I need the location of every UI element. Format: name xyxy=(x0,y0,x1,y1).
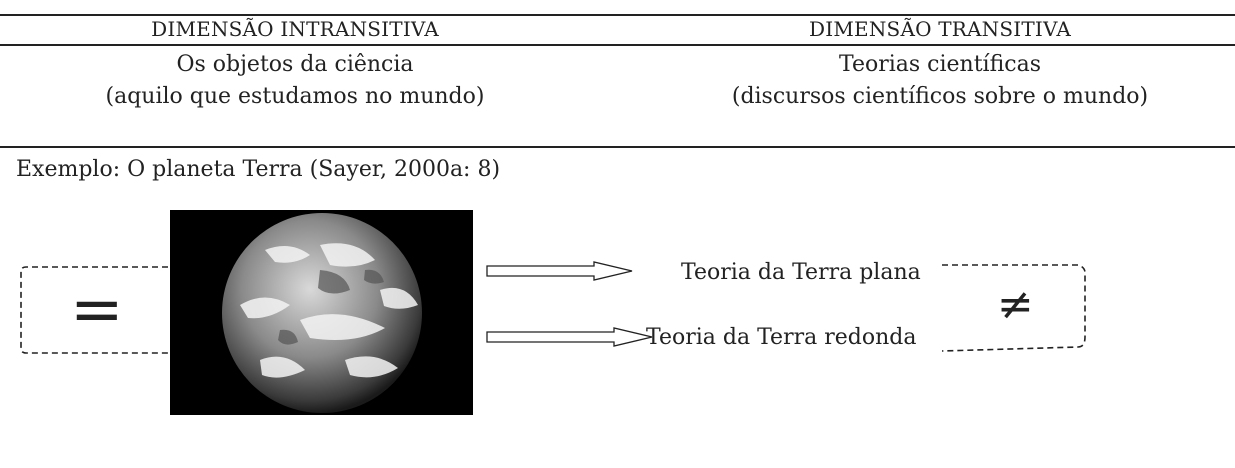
earth-photo xyxy=(170,210,473,415)
theory-flat-earth-label: Teoria da Terra plana xyxy=(681,260,921,285)
left-dashed-bracket xyxy=(20,266,168,354)
header-transitive: DIMENSÃO TRANSITIVA xyxy=(809,17,1071,41)
not-equal-sign: ≠ xyxy=(997,279,1034,330)
transitive-line1: Teorias científicas xyxy=(838,52,1041,77)
arrow-to-flat xyxy=(486,261,633,281)
theory-round-earth-label: Teoria da Terra redonda xyxy=(646,325,917,350)
intransitive-line1: Os objetos da ciência xyxy=(176,52,414,77)
right-dashed-bracket xyxy=(941,264,1086,352)
earth-globe-icon xyxy=(222,213,422,413)
transitive-line2: (discursos científicos sobre o mundo) xyxy=(731,84,1149,109)
intransitive-line2: (aquilo que estudamos no mundo) xyxy=(105,84,485,109)
arrow-to-round xyxy=(486,327,653,347)
example-caption: Exemplo: O planeta Terra (Sayer, 2000a: … xyxy=(16,157,501,182)
section-divider-rule xyxy=(0,146,1235,148)
top-rule xyxy=(0,14,1235,16)
header-divider-rule xyxy=(0,44,1235,46)
equal-sign: = xyxy=(70,273,124,347)
header-intransitive: DIMENSÃO INTRANSITIVA xyxy=(151,17,439,41)
